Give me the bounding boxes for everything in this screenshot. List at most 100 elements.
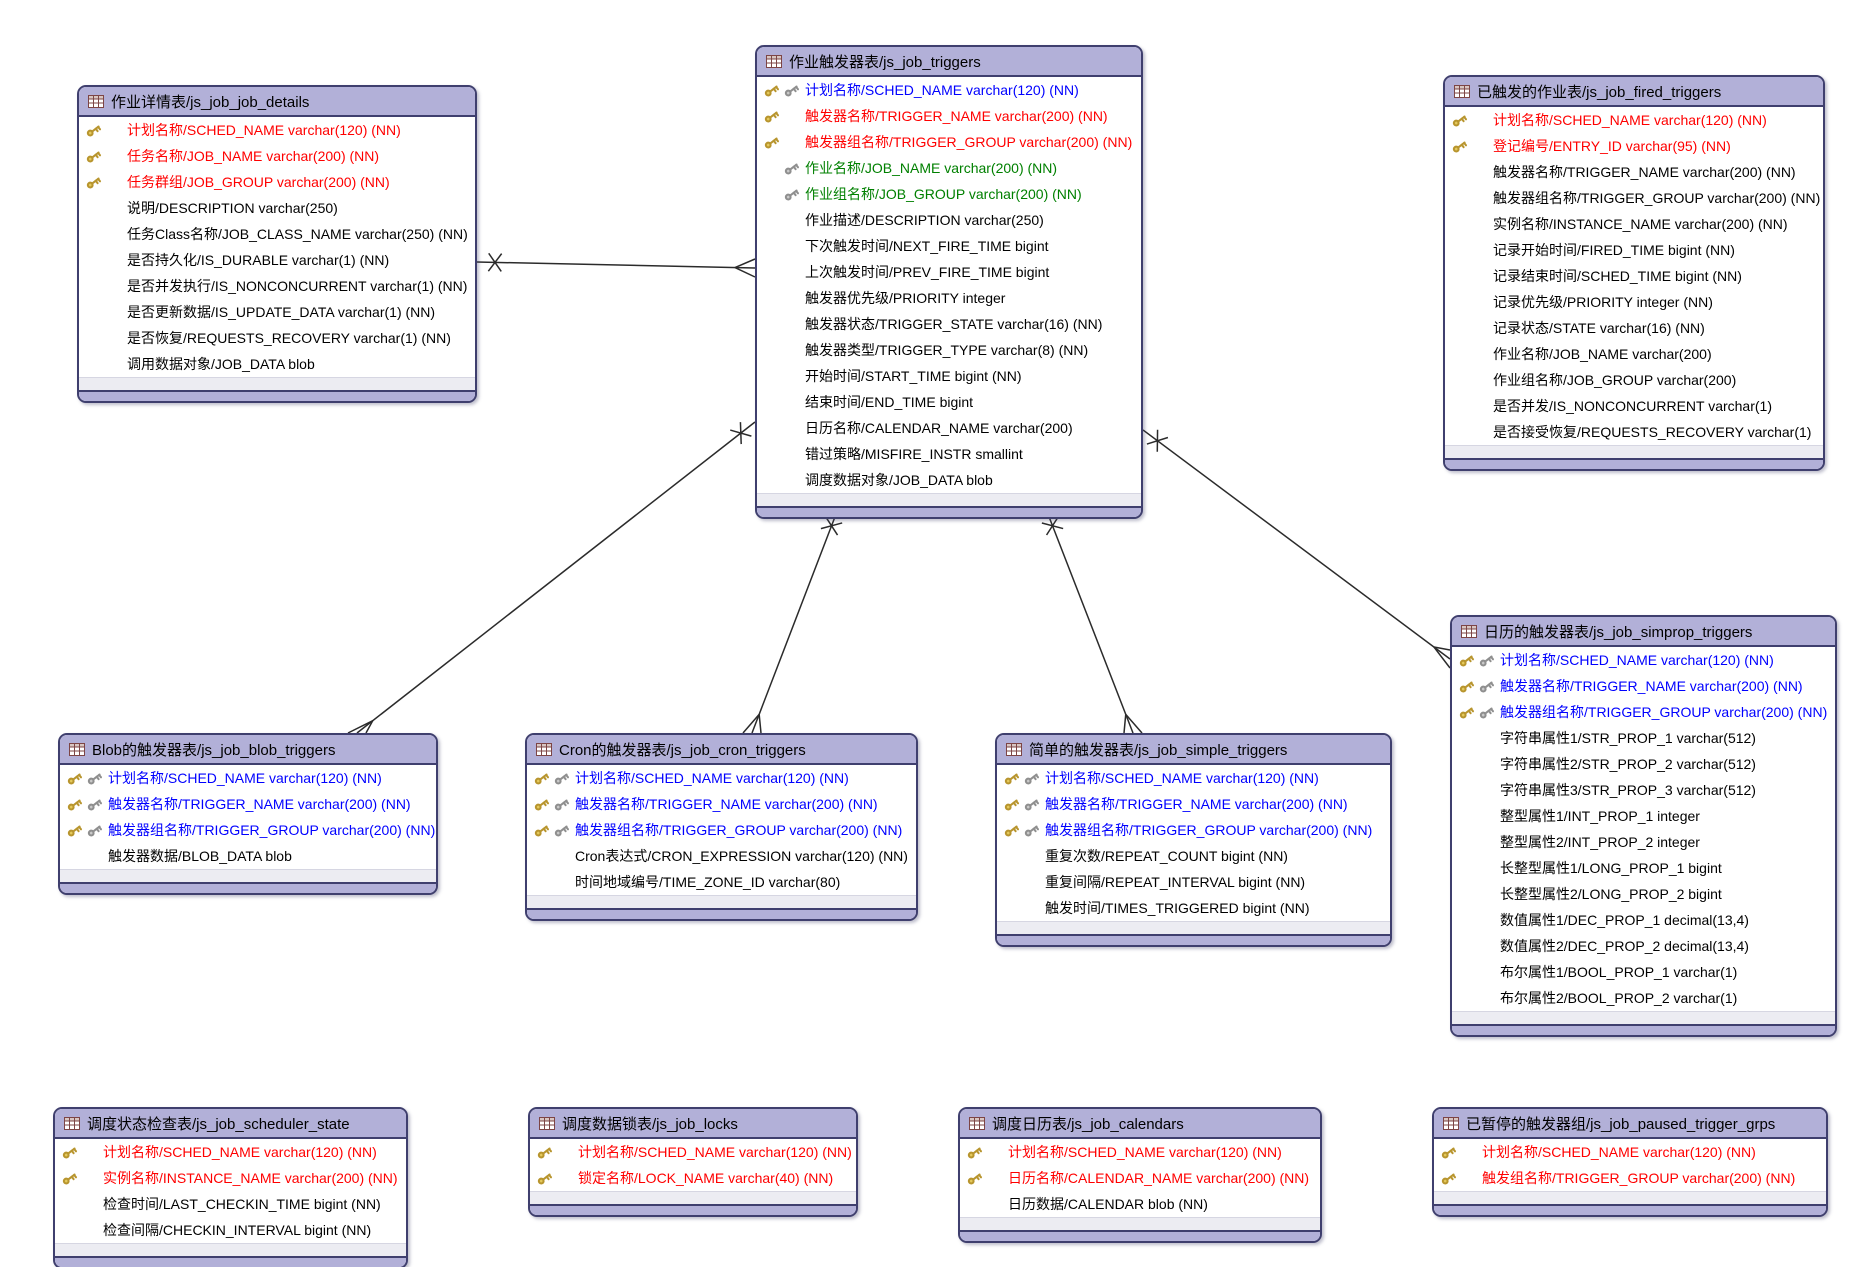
table-field-row[interactable]: 触发器类型/TRIGGER_TYPE varchar(8) (NN)	[757, 337, 1141, 363]
table-field-row[interactable]: 字符串属性3/STR_PROP_3 varchar(512)	[1452, 777, 1835, 803]
table-field-row[interactable]: 错过策略/MISFIRE_INSTR smallint	[757, 441, 1141, 467]
table-field-row[interactable]: 说明/DESCRIPTION varchar(250)	[79, 195, 475, 221]
table-field-row[interactable]: 计划名称/SCHED_NAME varchar(120) (NN)	[997, 765, 1390, 791]
table-field-row[interactable]: 任务名称/JOB_NAME varchar(200) (NN)	[79, 143, 475, 169]
table-field-row[interactable]: 是否更新数据/IS_UPDATE_DATA varchar(1) (NN)	[79, 299, 475, 325]
table-header[interactable]: 作业触发器表/js_job_triggers	[757, 47, 1141, 77]
table-field-row[interactable]: 作业描述/DESCRIPTION varchar(250)	[757, 207, 1141, 233]
table-field-row[interactable]: 触发器组名称/TRIGGER_GROUP varchar(200) (NN)	[1452, 699, 1835, 725]
table-header[interactable]: Cron的触发器表/js_job_cron_triggers	[527, 735, 916, 765]
table-field-row[interactable]: 检查间隔/CHECKIN_INTERVAL bigint (NN)	[55, 1217, 406, 1243]
table-field-row[interactable]: 计划名称/SCHED_NAME varchar(120) (NN)	[55, 1139, 406, 1165]
table-field-row[interactable]: 触发器组名称/TRIGGER_GROUP varchar(200) (NN)	[757, 129, 1141, 155]
table-field-row[interactable]: 作业组名称/JOB_GROUP varchar(200)	[1445, 367, 1823, 393]
table-field-row[interactable]: 时间地域编号/TIME_ZONE_ID varchar(80)	[527, 869, 916, 895]
table-field-row[interactable]: 开始时间/START_TIME bigint (NN)	[757, 363, 1141, 389]
table-field-row[interactable]: 字符串属性1/STR_PROP_1 varchar(512)	[1452, 725, 1835, 751]
table-field-row[interactable]: 计划名称/SCHED_NAME varchar(120) (NN)	[1445, 107, 1823, 133]
table-field-row[interactable]: 计划名称/SCHED_NAME varchar(120) (NN)	[530, 1139, 856, 1165]
table-field-row[interactable]: 整型属性2/INT_PROP_2 integer	[1452, 829, 1835, 855]
table-header[interactable]: 调度日历表/js_job_calendars	[960, 1109, 1320, 1139]
table-field-row[interactable]: 触发器名称/TRIGGER_NAME varchar(200) (NN)	[1452, 673, 1835, 699]
table-field-row[interactable]: 检查时间/LAST_CHECKIN_TIME bigint (NN)	[55, 1191, 406, 1217]
table-field-row[interactable]: 日历名称/CALENDAR_NAME varchar(200) (NN)	[960, 1165, 1320, 1191]
table-field-row[interactable]: 计划名称/SCHED_NAME varchar(120) (NN)	[60, 765, 436, 791]
table-header[interactable]: Blob的触发器表/js_job_blob_triggers	[60, 735, 436, 765]
table-field-row[interactable]: 计划名称/SCHED_NAME varchar(120) (NN)	[1452, 647, 1835, 673]
table-field-row[interactable]: 下次触发时间/NEXT_FIRE_TIME bigint	[757, 233, 1141, 259]
table-field-row[interactable]: 触发组名称/TRIGGER_GROUP varchar(200) (NN)	[1434, 1165, 1826, 1191]
table-field-row[interactable]: 触发器名称/TRIGGER_NAME varchar(200) (NN)	[1445, 159, 1823, 185]
table-field-row[interactable]: 是否并发执行/IS_NONCONCURRENT varchar(1) (NN)	[79, 273, 475, 299]
table-field-row[interactable]: Cron表达式/CRON_EXPRESSION varchar(120) (NN…	[527, 843, 916, 869]
table-field-row[interactable]: 触发器数据/BLOB_DATA blob	[60, 843, 436, 869]
table-field-row[interactable]: 是否持久化/IS_DURABLE varchar(1) (NN)	[79, 247, 475, 273]
table-field-row[interactable]: 字符串属性2/STR_PROP_2 varchar(512)	[1452, 751, 1835, 777]
table-field-row[interactable]: 重复次数/REPEAT_COUNT bigint (NN)	[997, 843, 1390, 869]
table-field-row[interactable]: 实例名称/INSTANCE_NAME varchar(200) (NN)	[1445, 211, 1823, 237]
table-field-row[interactable]: 上次触发时间/PREV_FIRE_TIME bigint	[757, 259, 1141, 285]
table-field-row[interactable]: 记录结束时间/SCHED_TIME bigint (NN)	[1445, 263, 1823, 289]
table-field-row[interactable]: 作业组名称/JOB_GROUP varchar(200) (NN)	[757, 181, 1141, 207]
table-field-row[interactable]: 登记编号/ENTRY_ID varchar(95) (NN)	[1445, 133, 1823, 159]
table-field-row[interactable]: 触发器名称/TRIGGER_NAME varchar(200) (NN)	[997, 791, 1390, 817]
table-field-row[interactable]: 记录优先级/PRIORITY integer (NN)	[1445, 289, 1823, 315]
table-field-row[interactable]: 作业名称/JOB_NAME varchar(200)	[1445, 341, 1823, 367]
table-field-row[interactable]: 任务Class名称/JOB_CLASS_NAME varchar(250) (N…	[79, 221, 475, 247]
table-header[interactable]: 作业详情表/js_job_job_details	[79, 87, 475, 117]
table-header[interactable]: 日历的触发器表/js_job_simprop_triggers	[1452, 617, 1835, 647]
table-field-row[interactable]: 触发器组名称/TRIGGER_GROUP varchar(200) (NN)	[60, 817, 436, 843]
table-header[interactable]: 已暂停的触发器组/js_job_paused_trigger_grps	[1434, 1109, 1826, 1139]
table-field-row[interactable]: 是否接受恢复/REQUESTS_RECOVERY varchar(1)	[1445, 419, 1823, 445]
table-field-row[interactable]: 计划名称/SCHED_NAME varchar(120) (NN)	[960, 1139, 1320, 1165]
table-field-row[interactable]: 触发器组名称/TRIGGER_GROUP varchar(200) (NN)	[527, 817, 916, 843]
table-field-row[interactable]: 长整型属性2/LONG_PROP_2 bigint	[1452, 881, 1835, 907]
table-field-row[interactable]: 触发器名称/TRIGGER_NAME varchar(200) (NN)	[60, 791, 436, 817]
table-field-row[interactable]: 长整型属性1/LONG_PROP_1 bigint	[1452, 855, 1835, 881]
table-field-row[interactable]: 触发器组名称/TRIGGER_GROUP varchar(200) (NN)	[997, 817, 1390, 843]
table-header[interactable]: 简单的触发器表/js_job_simple_triggers	[997, 735, 1390, 765]
table-field-row[interactable]: 计划名称/SCHED_NAME varchar(120) (NN)	[757, 77, 1141, 103]
table-field-row[interactable]: 计划名称/SCHED_NAME varchar(120) (NN)	[79, 117, 475, 143]
table-field-row[interactable]: 数值属性2/DEC_PROP_2 decimal(13,4)	[1452, 933, 1835, 959]
table-field-row[interactable]: 触发器状态/TRIGGER_STATE varchar(16) (NN)	[757, 311, 1141, 337]
table-header[interactable]: 调度数据锁表/js_job_locks	[530, 1109, 856, 1139]
table-field-row[interactable]: 布尔属性1/BOOL_PROP_1 varchar(1)	[1452, 959, 1835, 985]
table-field-row[interactable]: 调度数据对象/JOB_DATA blob	[757, 467, 1141, 493]
table-field-row[interactable]: 实例名称/INSTANCE_NAME varchar(200) (NN)	[55, 1165, 406, 1191]
table-field-row[interactable]: 触发器名称/TRIGGER_NAME varchar(200) (NN)	[527, 791, 916, 817]
table-header[interactable]: 已触发的作业表/js_job_fired_triggers	[1445, 77, 1823, 107]
table-field-row[interactable]: 日历数据/CALENDAR blob (NN)	[960, 1191, 1320, 1217]
table-field-row[interactable]: 触发时间/TIMES_TRIGGERED bigint (NN)	[997, 895, 1390, 921]
table-field-row[interactable]: 计划名称/SCHED_NAME varchar(120) (NN)	[1434, 1139, 1826, 1165]
table-field-row[interactable]: 结束时间/END_TIME bigint	[757, 389, 1141, 415]
table-field-row[interactable]: 整型属性1/INT_PROP_1 integer	[1452, 803, 1835, 829]
table-field-row[interactable]: 布尔属性2/BOOL_PROP_2 varchar(1)	[1452, 985, 1835, 1011]
table-field-row[interactable]: 触发器优先级/PRIORITY integer	[757, 285, 1141, 311]
table-field-row[interactable]: 计划名称/SCHED_NAME varchar(120) (NN)	[527, 765, 916, 791]
table-field-row[interactable]: 记录状态/STATE varchar(16) (NN)	[1445, 315, 1823, 341]
table-field-row[interactable]: 触发器名称/TRIGGER_NAME varchar(200) (NN)	[757, 103, 1141, 129]
table-field-row[interactable]: 记录开始时间/FIRED_TIME bigint (NN)	[1445, 237, 1823, 263]
table-field-row[interactable]: 是否恢复/REQUESTS_RECOVERY varchar(1) (NN)	[79, 325, 475, 351]
table-field-row[interactable]: 触发器组名称/TRIGGER_GROUP varchar(200) (NN)	[1445, 185, 1823, 211]
table-field-row[interactable]: 调用数据对象/JOB_DATA blob	[79, 351, 475, 377]
table-field-row[interactable]: 任务群组/JOB_GROUP varchar(200) (NN)	[79, 169, 475, 195]
table-field-row[interactable]: 作业名称/JOB_NAME varchar(200) (NN)	[757, 155, 1141, 181]
table-field-row[interactable]: 是否并发/IS_NONCONCURRENT varchar(1)	[1445, 393, 1823, 419]
table-field-row[interactable]: 锁定名称/LOCK_NAME varchar(40) (NN)	[530, 1165, 856, 1191]
table-header[interactable]: 调度状态检查表/js_job_scheduler_state	[55, 1109, 406, 1139]
table-field-row[interactable]: 数值属性1/DEC_PROP_1 decimal(13,4)	[1452, 907, 1835, 933]
